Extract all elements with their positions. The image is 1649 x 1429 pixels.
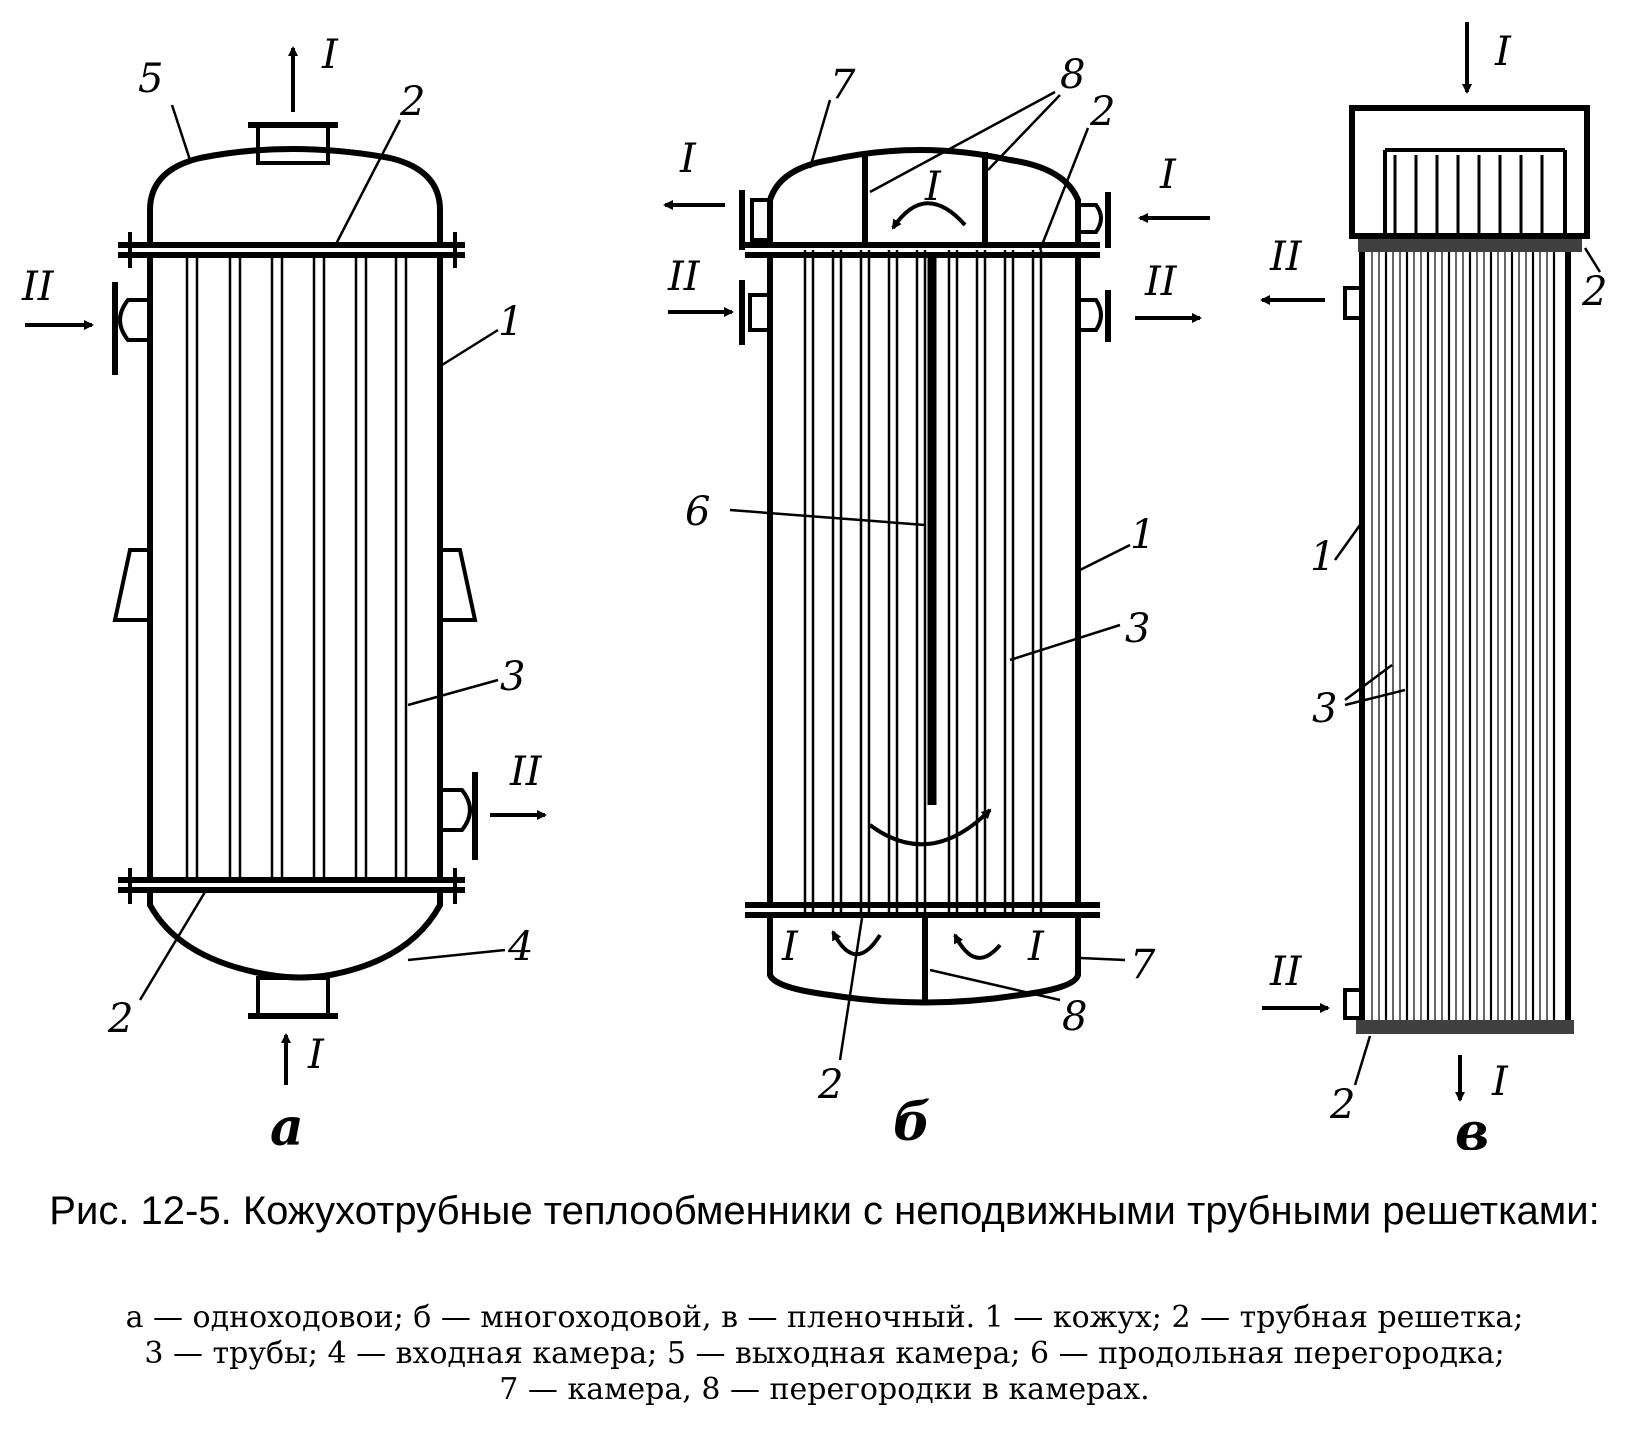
b-leader-8-bottom xyxy=(929,968,1061,1002)
a-exit-chamber xyxy=(147,146,443,245)
a-sub-label: а xyxy=(270,1097,304,1150)
b-label-turn-top: I xyxy=(924,164,942,210)
v-sub-label: в xyxy=(1455,1102,1489,1150)
v-label-1: 1 xyxy=(1310,534,1335,580)
diagram-a-single-pass: I I II II 5 2 1 3 4 2 а xyxy=(21,32,547,1150)
b-label-flow-side-left: II xyxy=(667,254,701,300)
v-side-inlet-nozzle xyxy=(1343,988,1362,1020)
legend-line-2: 3 — трубы; 4 — входная камера; 5 — выход… xyxy=(144,1336,1505,1371)
b-tubes xyxy=(803,250,1043,915)
a-label-2-bottom: 2 xyxy=(107,996,133,1042)
b-label-8-top: 8 xyxy=(1060,52,1085,98)
a-bottom-nozzle xyxy=(248,976,338,1019)
a-bottom-flange xyxy=(118,868,465,904)
v-leader-3-b xyxy=(1344,688,1406,707)
figure-caption-legend: а — одноходовои; б — многоходовой, в — п… xyxy=(0,1300,1649,1408)
b-leader-2-top xyxy=(1038,127,1090,251)
v-top-tube-sheet xyxy=(1358,238,1582,252)
a-top-nozzle xyxy=(248,122,338,165)
b-label-2-bottom: 2 xyxy=(817,1062,843,1108)
a-leader-4 xyxy=(407,948,506,962)
v-leader-3-a xyxy=(1344,663,1393,702)
b-label-6: 6 xyxy=(685,489,710,535)
b-shell xyxy=(767,255,1081,905)
a-label-2-top: 2 xyxy=(399,79,425,125)
b-leader-3 xyxy=(1009,623,1121,662)
b-leader-2-bottom xyxy=(838,917,864,1061)
b-leader-8-top-b xyxy=(987,94,1061,171)
b-top-flange xyxy=(745,242,1100,258)
a-support-lugs xyxy=(112,548,478,622)
v-side-outlet-nozzle xyxy=(1343,286,1362,320)
a-tubes xyxy=(185,255,408,880)
b-top-left-nozzle xyxy=(739,190,770,250)
a-label-flow-in: I xyxy=(307,1032,325,1078)
b-label-turn-bottom-left: I xyxy=(781,924,799,970)
b-label-7-top: 7 xyxy=(830,62,856,108)
a-leader-2-top xyxy=(333,119,402,247)
b-turn-arrow-bottom-right xyxy=(953,933,1002,960)
v-shell xyxy=(1359,252,1571,1020)
b-leader-6 xyxy=(729,508,926,527)
v-leader-2-bottom xyxy=(1353,1035,1372,1086)
a-leader-2-bottom xyxy=(138,891,207,1001)
v-top-chamber xyxy=(1349,105,1590,239)
b-top-right-nozzle xyxy=(1078,192,1111,248)
v-label-flow-top: I xyxy=(1494,29,1512,75)
a-label-1: 1 xyxy=(498,299,523,345)
legend-line-3: 7 — камера, 8 — перегородки в камерах. xyxy=(499,1372,1150,1407)
a-shell xyxy=(147,255,443,880)
a-entry-chamber xyxy=(147,890,443,981)
b-leader-7-bottom xyxy=(1079,956,1126,962)
b-label-8-bottom: 8 xyxy=(1062,994,1087,1040)
b-label-flow-in-right: I xyxy=(1159,152,1177,198)
diagram-v-film: I I II II 2 1 3 2 в xyxy=(1260,22,1607,1150)
b-side-right-nozzle xyxy=(1078,290,1111,342)
v-label-side-in: II xyxy=(1269,949,1303,995)
b-bottom-flange xyxy=(745,902,1100,918)
v-leader-2-top xyxy=(1583,247,1602,273)
a-label-side-in: II xyxy=(21,264,55,310)
b-leader-7-top xyxy=(808,99,832,169)
v-label-flow-bottom: I xyxy=(1491,1059,1509,1105)
b-label-flow-side-right: II xyxy=(1144,259,1178,305)
a-side-outlet-nozzle xyxy=(440,772,478,860)
a-side-inlet-nozzle xyxy=(112,282,150,375)
v-label-3: 3 xyxy=(1312,686,1337,732)
b-label-turn-bottom-right: I xyxy=(1027,924,1045,970)
a-leader-3 xyxy=(407,678,499,707)
b-top-chamber xyxy=(767,147,1081,245)
b-turn-arrow-top xyxy=(891,201,967,230)
b-label-7-bottom: 7 xyxy=(1130,942,1156,988)
b-leader-8-top-a xyxy=(869,90,1056,194)
a-label-3: 3 xyxy=(500,654,525,700)
a-leader-1 xyxy=(441,328,499,367)
heat-exchanger-figure: I I II II 5 2 1 3 4 2 а xyxy=(21,22,1607,1150)
b-label-flow-out-left: I xyxy=(679,136,697,182)
b-turn-arrow-middle xyxy=(868,808,992,847)
b-label-1: 1 xyxy=(1130,512,1155,558)
v-tube-tops xyxy=(1383,148,1567,238)
v-tubes xyxy=(1371,155,1556,1020)
v-label-side-out: II xyxy=(1269,234,1303,280)
v-leader-1 xyxy=(1333,524,1362,561)
a-label-side-out: II xyxy=(509,749,543,795)
b-side-left-nozzle xyxy=(739,280,770,345)
a-label-5: 5 xyxy=(138,56,163,102)
b-label-2-top: 2 xyxy=(1089,89,1115,135)
a-top-flange xyxy=(118,232,465,268)
v-label-2-bottom: 2 xyxy=(1329,1082,1355,1128)
figure-caption-title: Рис. 12-5. Кожухотрубные теплообменники … xyxy=(49,1189,1600,1233)
b-label-3: 3 xyxy=(1125,606,1150,652)
b-leader-1 xyxy=(1079,543,1131,572)
v-bottom-tube-sheet xyxy=(1356,1020,1574,1034)
diagram-b-multi-pass: I I II II I I I 7 8 2 6 1 3 7 8 2 б xyxy=(663,52,1210,1150)
a-leader-5 xyxy=(170,104,192,161)
a-label-4: 4 xyxy=(507,924,533,970)
legend-line-1: а — одноходовои; б — многоходовой, в — п… xyxy=(125,1300,1524,1335)
v-label-2-top: 2 xyxy=(1581,269,1607,315)
b-sub-label: б xyxy=(893,1092,931,1150)
a-label-flow-out: I xyxy=(321,32,339,78)
